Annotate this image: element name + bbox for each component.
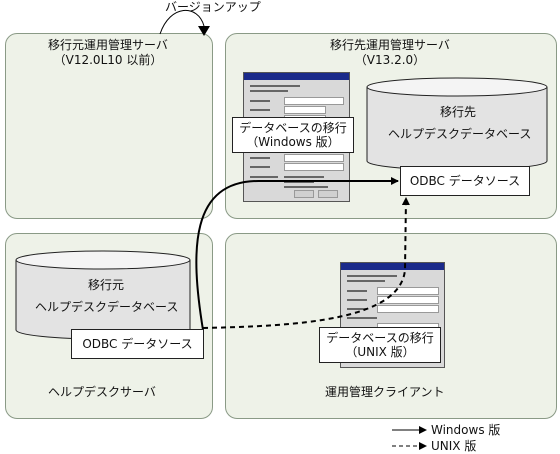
- source-server-title: 移行元運用管理サーバ （V12.0L10 以前）: [5, 38, 211, 68]
- source-odbc-datasource-box: ODBC データソース: [71, 329, 204, 359]
- target-db-label-line2: ヘルプデスクデータベース: [388, 127, 532, 141]
- helpdesk-server-title: ヘルプデスクサーバ: [48, 385, 156, 399]
- legend-unix-label: UNIX 版: [431, 439, 477, 453]
- source-db-label-line2: ヘルプデスクデータベース: [35, 300, 179, 314]
- target-db-label-line1: 移行先: [440, 105, 477, 119]
- unix-migration-line2: （UNIX 版）: [345, 345, 415, 359]
- legend-windows-label: Windows 版: [431, 423, 501, 437]
- windows-migration-line1: データベースの移行: [239, 121, 347, 135]
- target-server-title-line2: （V13.2.0）: [354, 53, 426, 67]
- source-db-label-line1: 移行元: [88, 278, 125, 292]
- windows-migration-arrow: [195, 177, 399, 331]
- version-up-arrowhead: [198, 26, 210, 36]
- unix-migration-line1: データベースの移行: [326, 331, 434, 345]
- panel-source-server: [5, 33, 213, 219]
- target-odbc-datasource-box: ODBC データソース: [400, 166, 530, 196]
- target-server-title-line1: 移行先運用管理サーバ: [330, 38, 450, 52]
- target-server-title: 移行先運用管理サーバ （V13.2.0）: [225, 38, 555, 68]
- version-up-arrow: [159, 10, 205, 35]
- windows-migration-box: データベースの移行 （Windows 版）: [232, 117, 354, 153]
- management-client-title: 運用管理クライアント: [325, 385, 445, 399]
- target-database-cylinder: [366, 77, 548, 171]
- source-database-cylinder: [15, 250, 191, 340]
- windows-migration-line2: （Windows 版）: [246, 135, 340, 149]
- unix-migration-arrow: [202, 197, 410, 329]
- unix-migration-box: データベースの移行 （UNIX 版）: [319, 327, 441, 363]
- target-odbc-label: ODBC データソース: [409, 174, 521, 188]
- source-odbc-label: ODBC データソース: [82, 337, 193, 351]
- source-server-title-line2: （V12.0L10 以前）: [53, 53, 163, 67]
- source-server-title-line1: 移行元運用管理サーバ: [48, 38, 168, 52]
